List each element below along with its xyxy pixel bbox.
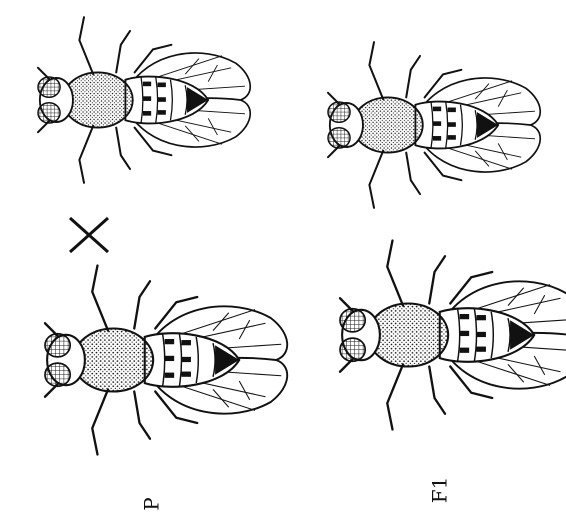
cross-symbol (70, 218, 108, 252)
fly-f1-female (340, 241, 566, 430)
label-p-generation: P (140, 497, 164, 510)
fly-p-male (38, 17, 250, 183)
label-f1-generation: F1 (427, 477, 451, 504)
fly-p-female (45, 266, 287, 455)
fly-f1-male (328, 42, 540, 208)
